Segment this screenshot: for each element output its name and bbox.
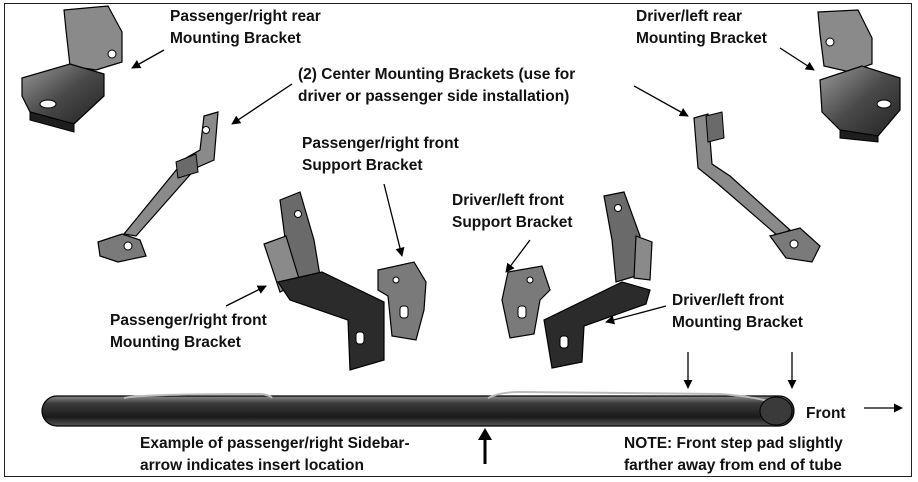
arrow-pass-front-mount [225,285,267,307]
arrow-center-left [231,83,293,125]
arrow-pass-rear [131,49,165,69]
insert-location-arrow [478,428,492,464]
label-line: driver or passenger side installation) [298,88,570,105]
passenger-front-mount-bracket [263,191,385,371]
label-line: Mounting Bracket [110,334,241,351]
driver-rear-bracket [817,9,901,143]
label-line: Passenger/right rear [170,8,321,25]
label-example-sidebar: Example of passenger/right Sidebar- arro… [140,433,410,477]
driver-front-mount-bracket [543,191,653,369]
label-line: Mounting Bracket [170,30,301,47]
driver-front-support-bracket [501,265,551,339]
label-line: Example of passenger/right Sidebar- [140,435,410,452]
arrow-pass-front-support [383,183,405,257]
diagram-border [4,3,912,477]
sidebar-tube [41,390,795,427]
arrow-driver-front-support [505,239,531,273]
center-bracket-right [693,111,821,263]
leader-arrows [131,47,903,413]
label-line: (2) Center Mounting Brackets (use for [298,66,576,83]
arrow-driver-front-mount [605,305,667,325]
label-line: Driver/left rear [636,8,742,25]
label-passenger-front-mount: Passenger/right front Mounting Bracket [110,310,267,354]
label-line: Support Bracket [302,157,423,174]
label-passenger-front-support: Passenger/right front Support Bracket [302,133,459,177]
arrow-driver-rear [779,47,815,71]
label-line: Mounting Bracket [636,30,767,47]
passenger-front-support-bracket [377,261,427,341]
label-center-brackets: (2) Center Mounting Brackets (use for dr… [298,64,575,108]
label-passenger-rear: Passenger/right rear Mounting Bracket [170,6,321,50]
label-line: Driver/left front [452,192,564,209]
label-line: Mounting Bracket [672,314,803,331]
center-bracket-left [97,111,219,263]
label-driver-front-support: Driver/left front Support Bracket [452,190,573,234]
label-line: arrow indicates insert location [140,457,364,474]
label-front: Front [806,405,846,422]
label-line: Support Bracket [452,214,573,231]
label-driver-rear: Driver/left rear Mounting Bracket [636,6,767,50]
label-line: NOTE: Front step pad slightly [624,435,843,452]
label-note: NOTE: Front step pad slightly farther aw… [624,433,843,477]
label-line: Passenger/right front [110,312,267,329]
label-line: Driver/left front [672,292,784,309]
label-driver-front-mount: Driver/left front Mounting Bracket [672,290,803,334]
label-line: Passenger/right front [302,135,459,152]
arrow-center-right [633,85,689,117]
label-line: farther away from end of tube [624,457,842,474]
passenger-rear-bracket [21,5,123,133]
